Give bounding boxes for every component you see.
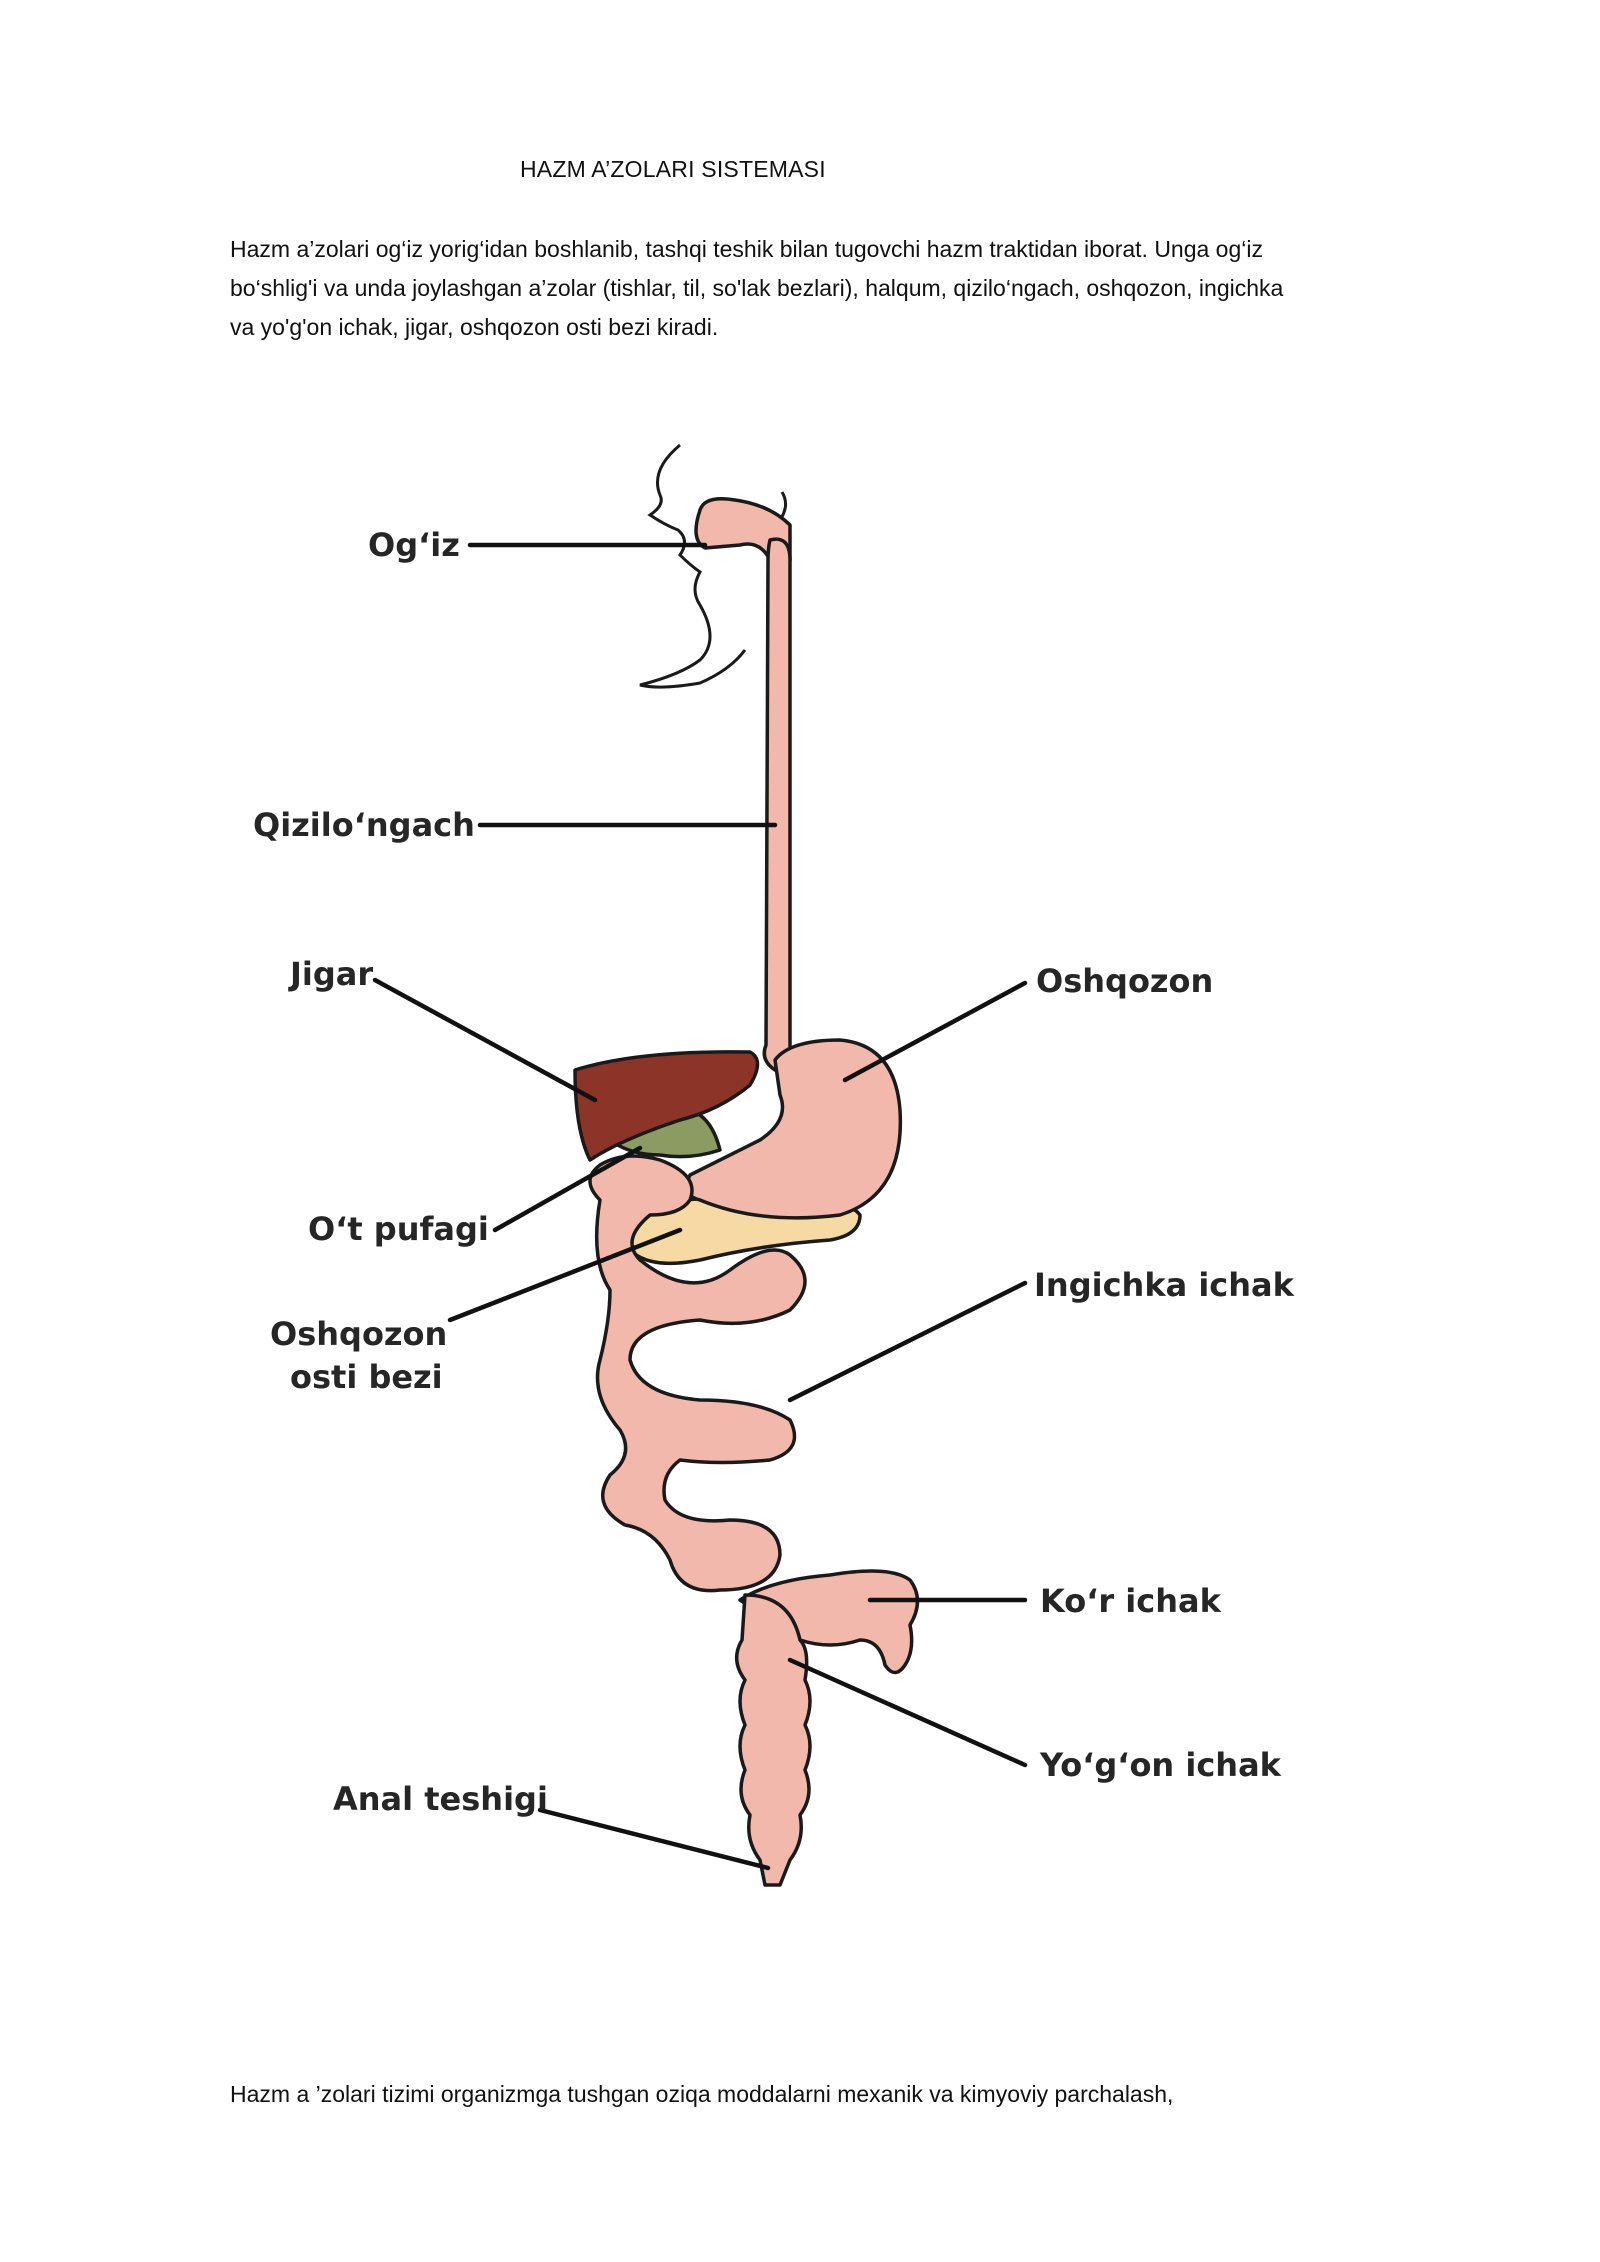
cecum: [738, 1569, 920, 1675]
small-intestine: [588, 1154, 807, 1593]
footer-paragraph: Hazm a ’zolari tizimi organizmga tushgan…: [230, 2081, 1174, 2107]
leader-gallbladder: [492, 1145, 643, 1233]
label-colon: Yo‘g‘on ichak: [1039, 1746, 1282, 1784]
leader-stomach: [842, 980, 1028, 1083]
intro-line: bo‘shlig'i va unda joylashgan a’zolar (t…: [230, 275, 1284, 301]
digestive-system-diagram: Og‘iz Qizilo‘ngach Jigar Oshqozon O‘t pu…: [253, 443, 1295, 1887]
label-small-intestine: Ingichka ichak: [1034, 1266, 1295, 1304]
esophagus: [762, 537, 804, 1072]
intro-line: va yo'g'on ichak, jigar, oshqozon osti b…: [230, 314, 719, 340]
intro-paragraph: Hazm a’zolari og‘iz yorig‘idan boshlanib…: [230, 230, 1500, 347]
digestive-tract: [573, 497, 920, 1887]
label-stomach: Oshqozon: [1036, 962, 1213, 1000]
label-pancreas-line2: osti bezi: [290, 1358, 443, 1396]
label-anus: Anal teshigi: [333, 1780, 548, 1818]
leader-small-intestine: [787, 1280, 1028, 1403]
leader-anus: [537, 1807, 771, 1871]
label-liver: Jigar: [288, 955, 373, 993]
label-gallbladder: O‘t pufagi: [308, 1210, 489, 1248]
label-cecum: Ko‘r ichak: [1040, 1582, 1222, 1620]
label-pancreas-line1: Oshqozon: [270, 1315, 447, 1353]
label-esophagus: Qizilo‘ngach: [253, 806, 475, 844]
face-profile: [639, 443, 747, 689]
leader-colon: [787, 1657, 1028, 1768]
page-title: HAZM A’ZOLARI SISTEMASI: [520, 156, 826, 182]
liver: [573, 1050, 760, 1162]
large-intestine: [735, 1593, 812, 1887]
stomach: [684, 1038, 903, 1220]
label-mouth: Og‘iz: [368, 526, 460, 564]
leader-pancreas: [447, 1227, 683, 1323]
leader-liver: [372, 977, 598, 1103]
intro-line: Hazm a’zolari og‘iz yorig‘idan boshlanib…: [230, 236, 1263, 262]
